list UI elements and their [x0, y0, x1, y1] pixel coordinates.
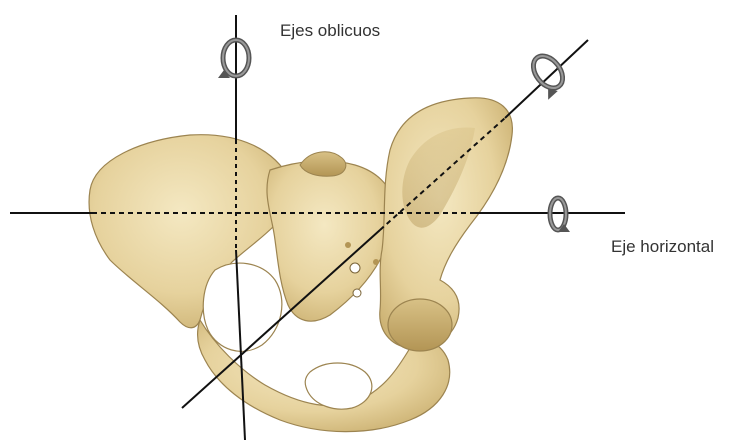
rotation-arrow-icon — [524, 50, 571, 99]
rotation-arrow-icon — [550, 198, 570, 232]
oblique-axes-label: Ejes oblicuos — [280, 22, 380, 39]
oblique-axis-top — [505, 40, 588, 118]
rotation-arrow-icon — [218, 40, 249, 78]
pelvis-bone — [89, 98, 512, 432]
horizontal-axis-label: Eje horizontal — [611, 238, 714, 255]
